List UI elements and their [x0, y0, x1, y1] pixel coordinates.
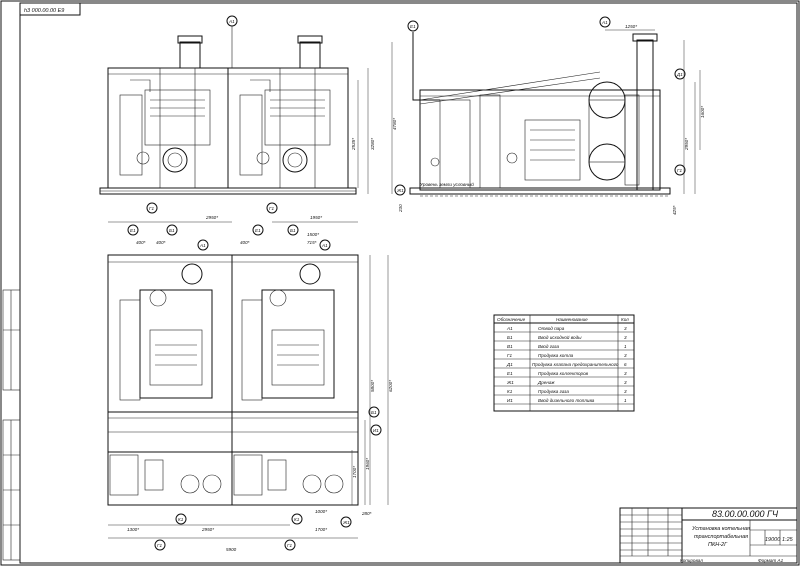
- table-header-name: Наименование: [556, 317, 588, 322]
- title-line-3: ПКН-2Г: [708, 542, 728, 548]
- table-row-qty: 6: [624, 362, 627, 367]
- dim-plan-h4: 1700*: [352, 466, 357, 478]
- dim-plan-w7: 715*: [307, 240, 317, 245]
- dim-side-h3: 1600*: [700, 106, 705, 118]
- table-row-name: Продувка клапана предохранительного: [532, 362, 619, 367]
- code-mirrored: h3 000.00.00 Е9: [24, 8, 64, 14]
- dim-plan-w5: 400*: [156, 240, 166, 245]
- callout-a1-plan-left: А1: [199, 243, 206, 248]
- callout-a1-plan-right: А1: [321, 243, 328, 248]
- table-row-designation: И1: [507, 398, 513, 403]
- dim-plan-w1: 2950*: [205, 215, 218, 220]
- title-line-1: Установка котельная: [691, 526, 750, 532]
- callout-e1-plan-left: Е1: [130, 228, 136, 233]
- dim-plan-b3: 1000*: [315, 509, 327, 514]
- dim-plan-b4: 1700*: [315, 527, 327, 532]
- drawing-scale: 1:25: [782, 537, 794, 543]
- callout-d1-side: Д1: [676, 72, 683, 77]
- callout-g1-side: Г1: [677, 168, 682, 173]
- callouts: А1 Е1 А1 Д1 Г1 Ж1 Г1 Г1 Е1 Б1 А1 Е1 Б1 А…: [127, 15, 686, 551]
- callout-a1-front: А1: [228, 19, 235, 24]
- callout-b1-plan-side: Б1: [371, 410, 377, 415]
- table-row-designation: Г1: [507, 353, 512, 358]
- dim-plan-h3: 1960*: [365, 458, 370, 470]
- table-row-qty: 3: [624, 335, 627, 340]
- dim-plan-w4: 400*: [136, 240, 146, 245]
- table-row-designation: Е1: [507, 371, 513, 376]
- table-row-qty: 3: [624, 371, 627, 376]
- table-row-name: Продувка котла: [538, 353, 574, 358]
- drawing-mass: 19000: [765, 537, 781, 543]
- dim-plan-w2: 1950*: [310, 215, 322, 220]
- table-row-designation: К1: [507, 389, 513, 394]
- dim-plan-h2: 6200*: [388, 380, 393, 392]
- left-margin-stamps: [2, 289, 21, 561]
- callout-e1-side: Е1: [410, 24, 416, 29]
- title-block: [619, 507, 798, 564]
- table-row-designation: В1: [507, 344, 513, 349]
- table-row-name: Дренаж: [537, 380, 555, 385]
- dim-side-b1: 230: [398, 204, 403, 213]
- table-row-designation: А1: [506, 326, 513, 331]
- table-row-qty: 1: [624, 398, 627, 403]
- dim-plan-b1: 1300*: [127, 527, 139, 532]
- callout-g1-plan-left: Г1: [149, 206, 154, 211]
- dim-side-b2: 425*: [672, 205, 677, 215]
- callout-k1-plan-left: К1: [178, 517, 184, 522]
- callout-zh1-side: Ж1: [396, 188, 404, 193]
- format-label: Формат А1: [758, 558, 784, 563]
- plan-view: [107, 221, 389, 539]
- title-line-2: транспортабельная: [694, 534, 748, 540]
- dim-plan-b2: 2950*: [201, 527, 214, 532]
- connections-table: [493, 314, 635, 412]
- dim-side-w1: 1250*: [625, 24, 637, 29]
- callout-g1-plan-bottom-right: Г1: [287, 543, 292, 548]
- table-header-designation: Обозначение: [497, 317, 526, 322]
- table-row-name: Отвод пара: [538, 326, 565, 331]
- dim-side-h2: 2950*: [684, 138, 689, 151]
- dim-front-h1: 3280*: [370, 138, 375, 150]
- table-row-name: Ввод дизельного топлива: [538, 398, 595, 403]
- dim-plan-h1: 5800*: [370, 380, 375, 392]
- table-row-name: Продувка коллекторов: [538, 371, 589, 376]
- table-row-designation: Б1: [507, 335, 513, 340]
- front-view: [99, 26, 369, 195]
- callout-g1-plan-bottom-left: Г1: [157, 543, 162, 548]
- callout-e1-plan-right: Е1: [255, 228, 261, 233]
- callout-zh1-plan: Ж1: [342, 520, 350, 525]
- table-row-qty: 3: [624, 389, 627, 394]
- dim-plan-total: 5900: [226, 547, 237, 552]
- copied-label: Копировал: [680, 558, 703, 563]
- code-box-top: [19, 2, 81, 16]
- callout-a1-side: А1: [601, 20, 608, 25]
- table-row-qty: 3: [624, 380, 627, 385]
- side-view: [391, 29, 701, 197]
- dim-plan-w6: 400*: [240, 240, 250, 245]
- callout-g1-plan-right: Г1: [269, 206, 274, 211]
- table-rows: А1 Отвод пара 3 Б1 Ввод исходной воды 3 …: [506, 326, 627, 403]
- drawing-code: 83.00.00.000 ГЧ: [712, 509, 779, 519]
- table-header-qty: Кол: [621, 317, 629, 322]
- table-row-name: Ввод исходной воды: [538, 334, 582, 340]
- dim-side-h1: 4780*: [392, 118, 397, 130]
- table-row-designation: Д1: [506, 362, 513, 367]
- callout-b1-plan-right: Б1: [290, 228, 296, 233]
- table-row-designation: Ж1: [506, 380, 514, 385]
- side-note: Уровень земли условный: [420, 181, 474, 187]
- inner-frame: [19, 2, 798, 564]
- callout-i1-plan-side: И1: [373, 428, 379, 433]
- table-row-name: Продувка газа: [538, 389, 569, 394]
- table-row-name: Ввод газа: [538, 344, 559, 349]
- table-row-qty: 3: [624, 326, 627, 331]
- callout-k1-plan-right: К1: [294, 517, 300, 522]
- table-row-qty: 1: [624, 344, 627, 349]
- callout-b1-plan-left: Б1: [169, 228, 175, 233]
- dim-front-h2: 2535*: [351, 138, 356, 151]
- dim-plan-w3: 1500*: [307, 232, 319, 237]
- table-row-qty: 3: [624, 353, 627, 358]
- dim-plan-b5: 280*: [361, 511, 372, 516]
